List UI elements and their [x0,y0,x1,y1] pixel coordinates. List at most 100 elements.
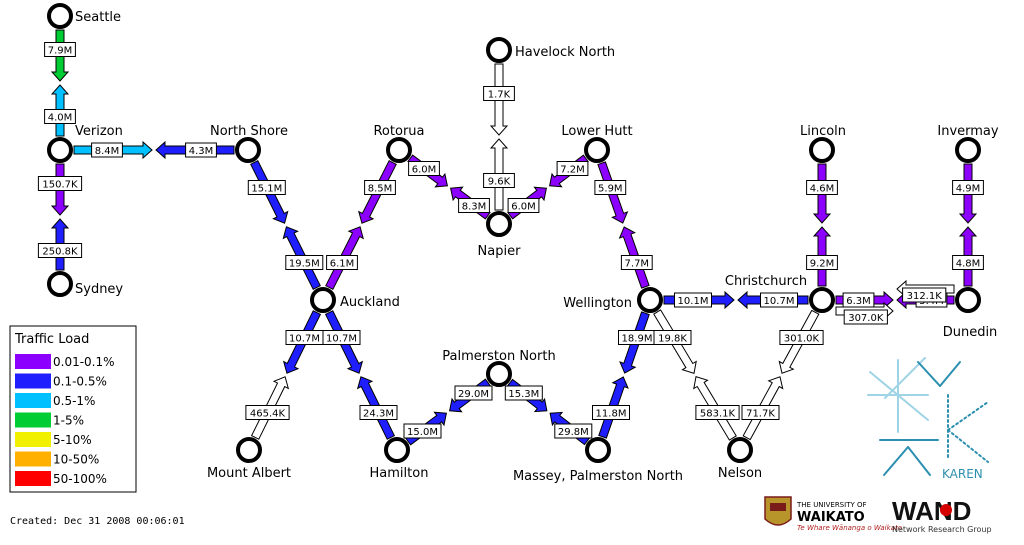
link-value: 19.8K [658,334,687,345]
link-value-box [37,176,83,191]
link-value: 301.0K [784,334,820,345]
node-palmnorth[interactable]: Palmerston North [442,349,556,387]
node-circle[interactable] [47,137,73,163]
legend-swatch [15,393,51,408]
node-auckland[interactable]: Auckland [310,287,400,313]
waikato-top-text: THE UNIVERSITY OF [796,501,867,509]
link-lowerhutt-to-wellington: 5.9M [594,161,629,224]
link-mtalbert-to-auckland: 465.4K [245,376,290,440]
legend-swatch [15,354,51,369]
link-value: 24.3M [363,409,394,420]
link-value: 1.7K [488,90,511,101]
link-napier-to-havelock: 9.6K [483,138,515,211]
link-palmnorth-to-massey: 15.3M [504,378,548,413]
link-value: 10.7M [764,296,795,307]
node-label: Havelock North [515,45,615,60]
node-circle[interactable] [955,287,981,313]
link-value-box [403,423,442,439]
node-label: Invermay [937,124,999,139]
node-label: Seattle [75,10,121,25]
node-invermay[interactable]: Invermay [937,124,999,163]
link-value-box [247,180,286,195]
legend-swatch [15,412,51,428]
link-value-box [695,405,740,420]
link-napier-to-rotorua: 8.3M [449,186,491,220]
node-rotorua[interactable]: Rotorua [373,124,425,163]
link-value-box [554,423,593,439]
node-circle[interactable] [486,37,512,63]
node-circle[interactable] [585,437,611,463]
link-value: 7.9M [48,46,73,57]
node-circle[interactable] [386,137,412,163]
node-northshore[interactable]: North Shore [210,124,288,163]
link-value: 6.3M [846,296,871,307]
node-circle[interactable] [809,137,835,163]
link-northshore-to-auckland: 15.1M [247,160,289,224]
link-value-box [843,309,888,325]
link-value: 4.8M [956,259,981,270]
link-value-box [902,287,947,303]
link-value: 5.9M [598,184,623,195]
link-palmnorth-to-hamilton: 29.0M [448,378,493,413]
node-circle[interactable] [727,437,753,463]
wand-logo: WAND Network Research Group [892,496,992,534]
link-rotorua-to-auckland: 8.5M [358,160,397,224]
node-label: Nelson [718,466,762,481]
node-hamilton[interactable]: Hamilton [370,437,429,481]
node-nelson[interactable]: Nelson [718,437,762,481]
link-northshore-to-verizon: 4.3M [155,140,235,160]
link-napier-to-lowerhutt: 6.0M [507,186,548,220]
link-value: 15.1M [251,184,282,195]
legend-swatch [15,373,51,389]
link-value-box [592,405,630,420]
legend-title: Traffic Load [14,332,89,347]
link-value-box [952,255,984,270]
created-timestamp: Created: Dec 31 2008 00:06:01 [10,516,185,527]
link-value: 29.0M [458,389,489,400]
legend-item-label: 0.1-0.5% [53,375,107,389]
node-circle[interactable] [486,361,512,387]
node-sydney[interactable]: Sydney [47,271,123,297]
node-wellington[interactable]: Wellington [563,287,663,313]
node-label: Christchurch [725,274,807,289]
link-value: 10.1M [678,296,709,307]
node-lowerhutt[interactable]: Lower Hutt [561,124,633,163]
node-havelock[interactable]: Havelock North [486,37,615,63]
node-dunedin[interactable]: Dunedin [943,287,998,340]
node-circle[interactable] [47,3,73,29]
node-circle[interactable] [310,287,336,313]
node-massey[interactable]: Massey, Palmerston North [513,437,683,484]
link-value-box [952,180,984,195]
link-value: 7.7M [625,259,650,270]
node-circle[interactable] [637,287,663,313]
link-value-box [185,142,217,158]
node-label: Lower Hutt [561,124,632,139]
link-value-box [594,180,627,195]
node-circle[interactable] [809,287,835,313]
link-value: 4.3M [189,146,214,157]
node-circle[interactable] [486,211,512,237]
node-circle[interactable] [47,271,73,297]
link-value: 4.0M [48,113,73,124]
link-value-box [364,180,396,195]
node-circle[interactable] [236,437,262,463]
node-napier[interactable]: Napier [478,211,522,259]
node-christchurch[interactable]: Christchurch [725,274,835,313]
link-value-box [504,385,543,401]
legend-item-label: 0.5-1% [53,394,95,408]
link-value-box [806,180,838,195]
link-value: 4.6M [810,184,835,195]
node-seattle[interactable]: Seattle [47,3,121,29]
link-christchurch-to-dunedin: 307.0K [835,301,894,325]
node-mtalbert[interactable]: Mount Albert [207,437,291,481]
node-circle[interactable] [384,437,410,463]
node-circle[interactable] [584,137,610,163]
node-lincoln[interactable]: Lincoln [800,124,846,163]
node-circle[interactable] [955,137,981,163]
node-circle[interactable] [235,137,261,163]
node-verizon[interactable]: Verizon [47,124,123,163]
link-value: 465.4K [250,409,286,420]
link-verizon-to-sydney: 150.7K [37,163,83,216]
link-wellington-to-lowerhutt: 7.7M [618,226,653,289]
